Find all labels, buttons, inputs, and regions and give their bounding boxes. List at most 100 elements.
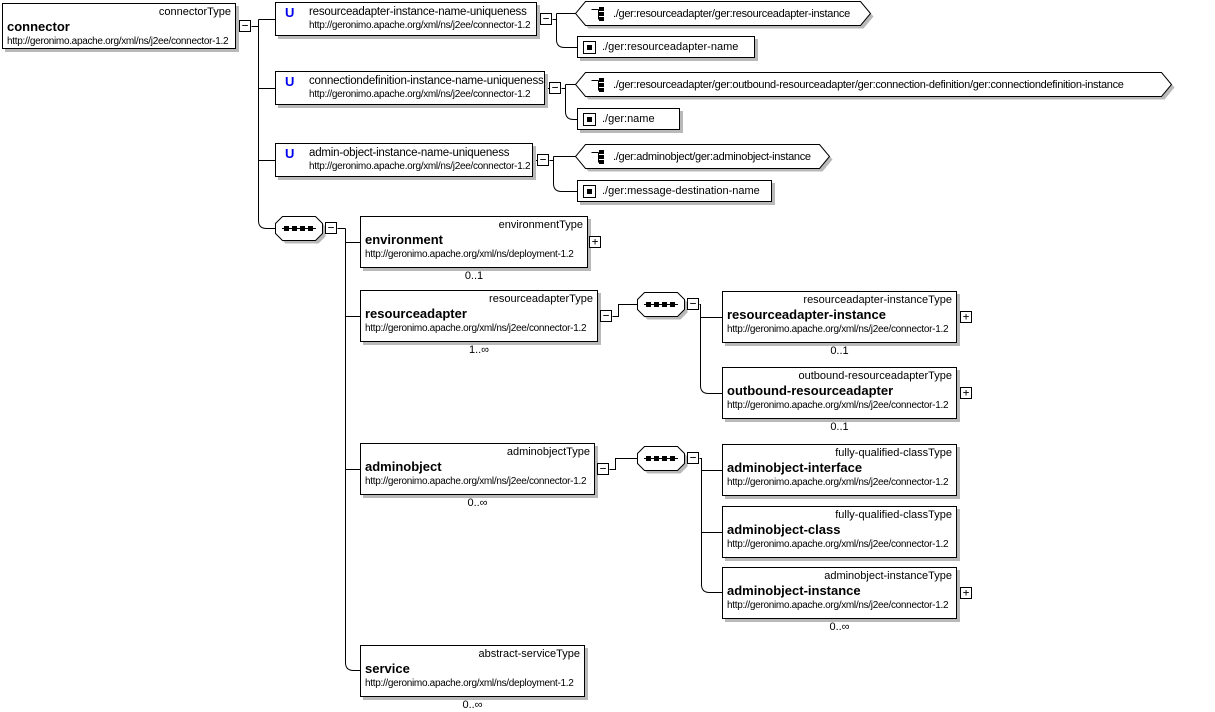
element-adminobject[interactable]: adminobjectType adminobject http://geron… [360,443,595,495]
selector-node[interactable]: ./ger:adminobject/ger:adminobject-instan… [575,144,834,172]
element-namespace: http://geronimo.apache.org/xml/ns/j2ee/c… [727,539,949,550]
type-label: connectorType [158,6,231,18]
collapse-button[interactable]: − [537,154,549,166]
occurrence-label: 0..∞ [829,621,850,633]
collapse-button[interactable]: − [239,20,251,32]
element-name: resourceadapter-instance [727,307,886,322]
sequence-shape [637,292,688,320]
element-namespace: http://geronimo.apache.org/xml/ns/deploy… [365,249,574,260]
occurrence-label: 1..∞ [468,344,490,356]
expand-button[interactable]: + [960,311,972,323]
constraint-namespace: http://geronimo.apache.org/xml/ns/j2ee/c… [309,20,531,31]
field-node[interactable]: ./ger:name [577,108,680,130]
occurrence-label: 0..∞ [467,497,488,509]
sequence-compositor[interactable] [637,292,689,320]
selector-icon [589,5,607,22]
occurrence-label: 0..1 [464,270,484,282]
element-name: connector [7,19,70,34]
type-label: fully-qualified-classType [835,509,952,521]
type-label: adminobject-instanceType [824,570,952,582]
collapse-button[interactable]: − [325,222,337,234]
sequence-icon [282,226,316,231]
selector-xpath: ./ger:resourceadapter/ger:resourceadapte… [613,7,850,20]
type-label: outbound-resourceadapterType [798,370,953,382]
element-name: adminobject [365,459,442,474]
occurrence-label: 0..∞ [462,699,483,711]
selector-node[interactable]: ./ger:resourceadapter/ger:outbound-resou… [575,72,1176,100]
element-name: environment [365,232,444,247]
collapse-button[interactable]: − [540,13,552,25]
element-namespace: http://geronimo.apache.org/xml/ns/j2ee/c… [365,476,587,487]
element-namespace: http://geronimo.apache.org/xml/ns/j2ee/c… [7,36,229,47]
field-icon [583,40,596,54]
expand-button[interactable]: + [960,587,972,599]
type-label: resourceadapterType [489,293,593,305]
selector-xpath: ./ger:adminobject/ger:adminobject-instan… [613,150,811,163]
element-namespace: http://geronimo.apache.org/xml/ns/j2ee/c… [727,400,949,411]
element-name: service [365,661,410,676]
collapse-button[interactable]: − [687,452,699,464]
field-node[interactable]: ./ger:resourceadapter-name [577,36,755,58]
selector-xpath: ./ger:resourceadapter/ger:outbound-resou… [613,78,1124,91]
selector-icon [589,148,607,165]
selector-shape [575,1,874,29]
element-adminobject-class[interactable]: fully-qualified-classType adminobject-cl… [722,506,957,558]
element-resourceadapter[interactable]: resourceadapterType resourceadapter http… [360,290,598,342]
sequence-compositor[interactable] [637,446,689,474]
element-adminobject-interface[interactable]: fully-qualified-classType adminobject-in… [722,444,957,496]
element-name: adminobject-instance [727,583,861,598]
expand-button[interactable]: + [960,387,972,399]
element-namespace: http://geronimo.apache.org/xml/ns/j2ee/c… [727,324,949,335]
constraint-admin-object-instance-name-uniqueness[interactable]: U admin-object-instance-name-uniqueness … [275,143,533,177]
constraint-name: resourceadapter-instance-name-uniqueness [309,6,527,18]
unique-badge: U [285,74,295,89]
type-label: adminobjectType [506,446,590,458]
field-xpath: ./ger:name [602,113,655,125]
collapse-button[interactable]: − [687,298,699,310]
type-label: resourceadapter-instanceType [803,294,952,306]
element-adminobject-instance[interactable]: adminobject-instanceType adminobject-ins… [722,567,957,619]
element-name: resourceadapter [365,306,467,321]
selector-node[interactable]: ./ger:resourceadapter/ger:resourceadapte… [575,1,875,29]
constraint-namespace: http://geronimo.apache.org/xml/ns/j2ee/c… [309,89,531,100]
field-xpath: ./ger:message-destination-name [602,185,760,197]
element-namespace: http://geronimo.apache.org/xml/ns/j2ee/c… [727,600,949,611]
constraint-name: connectiondefinition-instance-name-uniqu… [309,75,544,87]
element-service[interactable]: abstract-serviceType service http://gero… [360,645,585,697]
constraint-connectiondefinition-instance-name-uniqueness[interactable]: U connectiondefinition-instance-name-uni… [275,71,545,105]
field-icon [583,112,596,126]
field-xpath: ./ger:resourceadapter-name [602,41,739,53]
field-node[interactable]: ./ger:message-destination-name [577,180,772,202]
collapse-button[interactable]: − [549,82,561,94]
unique-badge: U [285,146,295,161]
selector-shape [575,72,1175,100]
element-name: adminobject-class [727,522,841,537]
element-connector[interactable]: connectorType connector http://geronimo.… [2,3,236,49]
element-environment[interactable]: environmentType environment http://geron… [360,216,588,268]
field-icon [583,184,596,198]
sequence-icon [644,302,678,307]
element-outbound-resourceadapter[interactable]: outbound-resourceadapterType outbound-re… [722,367,957,419]
element-namespace: http://geronimo.apache.org/xml/ns/j2ee/c… [727,477,949,488]
sequence-compositor[interactable] [275,216,327,244]
sequence-shape [275,216,326,244]
expand-button[interactable]: + [589,236,601,248]
element-namespace: http://geronimo.apache.org/xml/ns/j2ee/c… [365,323,587,334]
constraint-name: admin-object-instance-name-uniqueness [309,147,510,159]
type-label: environmentType [498,219,583,231]
sequence-shape [637,446,688,474]
element-resourceadapter-instance[interactable]: resourceadapter-instanceType resourceada… [722,291,957,343]
unique-badge: U [285,5,295,20]
selector-shape [575,144,833,172]
selector-icon [589,76,607,93]
constraint-namespace: http://geronimo.apache.org/xml/ns/j2ee/c… [309,161,531,172]
element-name: outbound-resourceadapter [727,383,894,398]
constraint-resourceadapter-instance-name-uniqueness[interactable]: U resourceadapter-instance-name-uniquene… [275,2,537,36]
collapse-button[interactable]: − [597,463,609,475]
element-name: adminobject-interface [727,460,863,475]
type-label: abstract-serviceType [478,648,580,660]
collapse-button[interactable]: − [600,310,612,322]
occurrence-label: 0..1 [830,345,849,357]
